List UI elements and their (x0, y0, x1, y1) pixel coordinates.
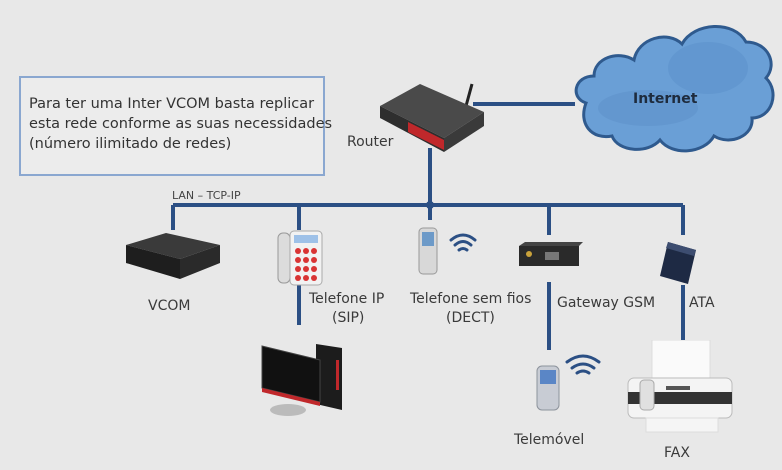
cloud-icon (574, 25, 775, 153)
dect-phone-node (417, 224, 483, 280)
router-node (380, 82, 490, 172)
gsm-gateway-node (519, 242, 583, 272)
fax-icon (627, 339, 733, 433)
gsm-gateway-label: Gateway GSM (557, 295, 656, 311)
internet-label: Internet (633, 91, 698, 107)
wireless-signal-icon (449, 233, 477, 252)
internet-node: Internet (568, 8, 780, 163)
dect-label-2: (DECT) (446, 310, 495, 326)
mobile-phone-icon (536, 354, 601, 411)
vcom-label: VCOM (148, 298, 191, 314)
note-line: Para ter uma Inter VCOM basta replicar (29, 96, 315, 112)
lan-label: LAN – TCP-IP (172, 189, 241, 202)
note-line: (número ilimitado de redes) (29, 136, 232, 152)
computer-icon (261, 344, 342, 416)
server-box-icon (126, 233, 220, 279)
ata-adapter-icon (660, 242, 696, 284)
cordless-phone-icon (418, 227, 477, 275)
vcom-node (126, 231, 222, 285)
wireless-signal-icon (565, 354, 601, 375)
ip-phone-label-1: Telefone IP (309, 291, 385, 307)
ata-node (656, 240, 700, 292)
fax-node (626, 339, 736, 440)
info-note: Para ter uma Inter VCOM basta replicar e… (19, 76, 333, 176)
dect-label-1: Telefone sem fios (410, 291, 532, 307)
ip-phone-node (276, 229, 326, 291)
desk-phone-icon (277, 230, 323, 286)
router-icon (380, 83, 484, 152)
gateway-icon (519, 242, 583, 266)
note-line: esta rede conforme as suas necessidades (29, 116, 333, 132)
router-label: Router (347, 134, 394, 150)
ip-phone-label-2: (SIP) (332, 310, 365, 326)
fax-label: FAX (664, 445, 690, 461)
mobile-node (533, 350, 605, 420)
mobile-label: Telemóvel (514, 432, 585, 448)
ata-label: ATA (689, 295, 715, 311)
computer-node (258, 340, 348, 426)
